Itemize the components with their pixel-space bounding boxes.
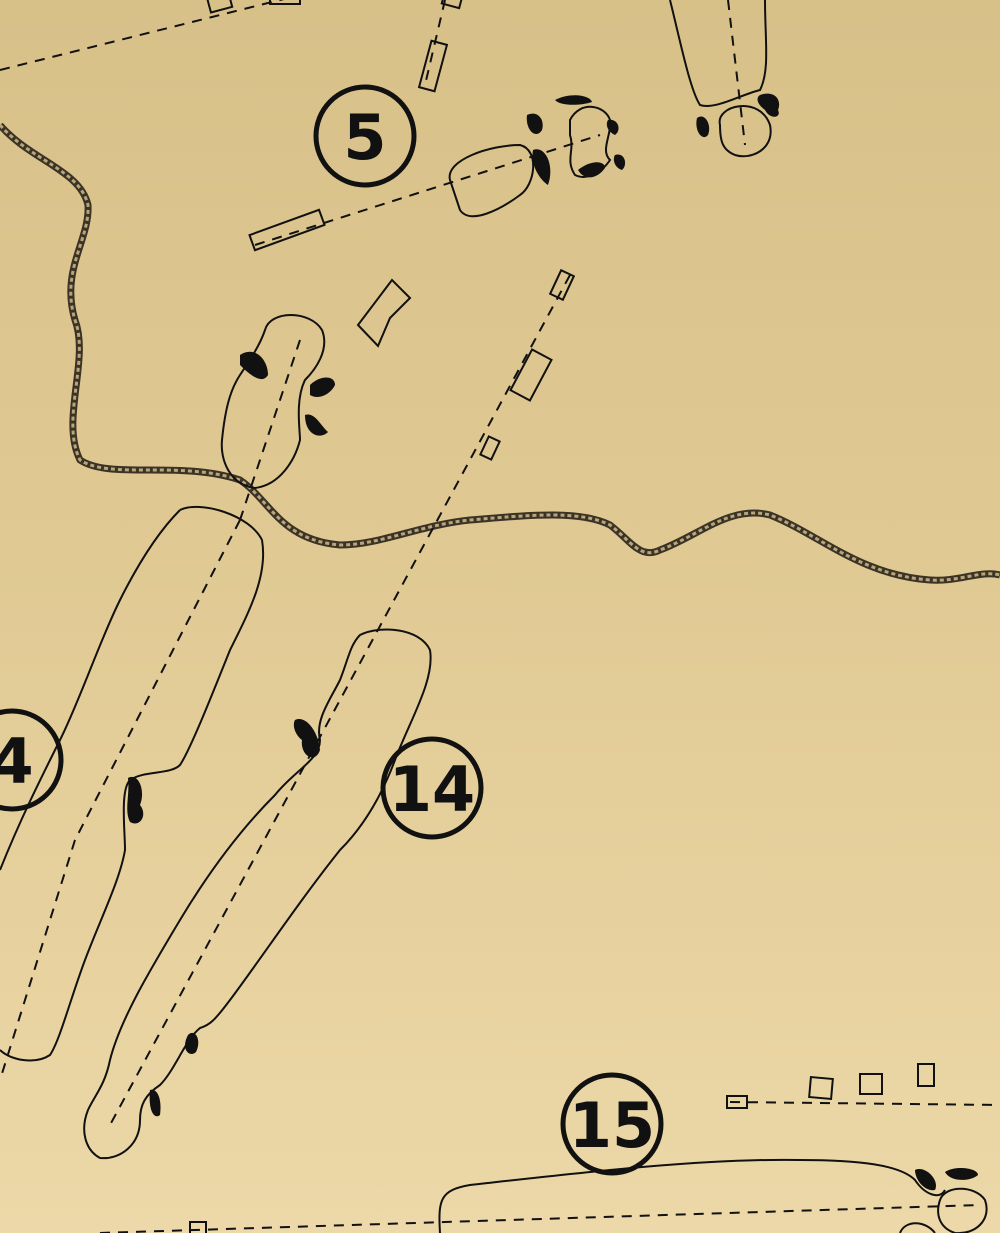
hole-top-left-fairway — [0, 0, 301, 71]
hole-number-label: 15 — [569, 1089, 655, 1162]
hole-number-label: 5 — [343, 101, 386, 174]
hole-15-number: 15 — [560, 1072, 664, 1176]
hole-4-number: 4 — [0, 708, 64, 812]
hole-top-right-fairway — [669, 0, 780, 158]
hole-number-label: 4 — [0, 725, 34, 798]
hole-14 — [83, 268, 576, 1160]
hole-4-and-green — [0, 314, 335, 1081]
hole-5-number: 5 — [313, 84, 417, 188]
creek — [0, 122, 1000, 584]
hole-14-number: 14 — [380, 736, 484, 840]
hole-5 — [248, 0, 626, 348]
hole-number-label: 14 — [389, 753, 475, 826]
hole-15 — [99, 1063, 1000, 1233]
